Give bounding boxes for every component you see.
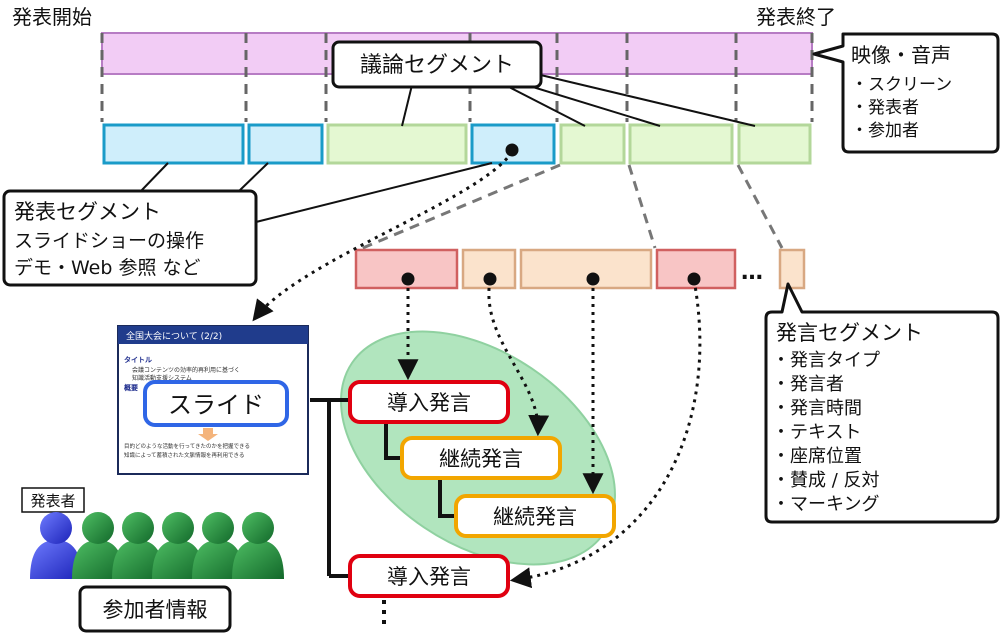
media-item-screen: ・スクリーン	[851, 75, 952, 95]
presentation-segment-2[interactable]	[247, 123, 324, 165]
media-callout	[812, 32, 1000, 154]
utterance-attr-stance: ・賛成 / 反対	[772, 470, 880, 491]
continuation-utterance-1[interactable]	[400, 436, 562, 480]
participant-figure-2	[112, 512, 164, 579]
intro-utterance-1[interactable]	[348, 380, 510, 424]
segment-row	[102, 123, 812, 165]
utterance-attr-marking: ・マーキング	[772, 494, 879, 515]
participant-figure-5	[232, 512, 284, 579]
presentation-callout-connectors	[139, 162, 493, 223]
participant-figure-4	[192, 512, 244, 579]
media-item-presenter: ・発表者	[851, 98, 919, 118]
utterance-row	[354, 248, 806, 290]
utterance-attr-speaker: ・発言者	[772, 374, 844, 395]
slide-down-arrow-icon	[198, 428, 218, 441]
utterance-segment-3[interactable]	[519, 248, 653, 290]
slide-bullet-sub-4: 知識によって蓄積された文脈情報を再利用できる	[124, 451, 244, 459]
participant-info-box	[78, 585, 232, 633]
intro-utterance-1-label: 導入発言	[387, 391, 471, 415]
slide-header: 全国大会について (2/2)	[126, 330, 222, 342]
zoom-connectors	[357, 163, 784, 252]
slide-bullet-sub-1: 会議コンテンツの効率的再利用に基づく	[132, 366, 240, 374]
utterance-attr-time: ・発言時間	[772, 398, 862, 419]
presentation-segment-1[interactable]	[102, 123, 245, 165]
link-dots	[401, 143, 701, 286]
slide-bullet-sub-3: 目的どのような活動を行ってきたのかを把握できる	[124, 442, 250, 450]
link-arrows	[252, 151, 702, 589]
intro-utterance-2[interactable]	[348, 554, 510, 598]
presenter-figure	[30, 512, 82, 579]
slide-bullet-title-2: 概要	[124, 383, 138, 392]
discussion-segment-1[interactable]	[326, 123, 468, 165]
discussion-segment-callout	[331, 40, 543, 89]
participant-info-label: 参加者情報	[103, 598, 208, 622]
utterance-attr-text: ・テキスト	[772, 422, 861, 443]
continuation-utterance-1-label: 継続発言	[439, 447, 523, 471]
continuation-utterance-2[interactable]	[454, 494, 616, 538]
slide-label: スライド	[168, 391, 264, 419]
segment-dividers	[100, 33, 814, 122]
discussion-segment-label: 議論セグメント	[360, 53, 514, 78]
continuation-utterance-2-label: 継続発言	[493, 505, 577, 529]
utterance-segment-callout	[764, 282, 1000, 524]
presentation-segment-desc-2: デモ・Web 参照 など	[14, 257, 201, 279]
slide-label-box	[143, 380, 289, 427]
utterance-segment-5[interactable]	[778, 248, 806, 290]
slide-bullet-sub-2: 知識活動支援システム	[132, 374, 192, 382]
presentation-end-label: 発表終了	[756, 5, 836, 29]
utterance-segment-title: 発言セグメント	[776, 321, 923, 345]
media-title: 映像・音声	[851, 43, 951, 67]
presentation-segment-desc-1: スライドショーの操作	[14, 230, 204, 252]
utterance-ellipsis: …	[741, 260, 763, 285]
slide-bullet-title: タイトル	[124, 355, 152, 364]
utterance-attr-seat: ・座席位置	[772, 446, 862, 467]
thread-tree-lines	[310, 398, 458, 578]
discussion-segment-2[interactable]	[559, 123, 626, 165]
presenter-tag-label: 発表者	[30, 492, 75, 510]
discussion-segment-4[interactable]	[737, 123, 812, 165]
discussion-segment-3[interactable]	[628, 123, 734, 165]
media-item-participant: ・参加者	[851, 121, 919, 141]
participant-figure-3	[152, 512, 204, 579]
presentation-segment-title: 発表セグメント	[14, 200, 161, 224]
intro-utterance-2-label: 導入発言	[387, 565, 471, 589]
presentation-start-label: 発表開始	[12, 5, 92, 29]
presenter-tag	[21, 487, 85, 513]
presentation-segment-callout	[2, 189, 258, 287]
utterance-attr-type: ・発言タイプ	[772, 350, 880, 371]
participant-figure-1	[72, 512, 124, 579]
